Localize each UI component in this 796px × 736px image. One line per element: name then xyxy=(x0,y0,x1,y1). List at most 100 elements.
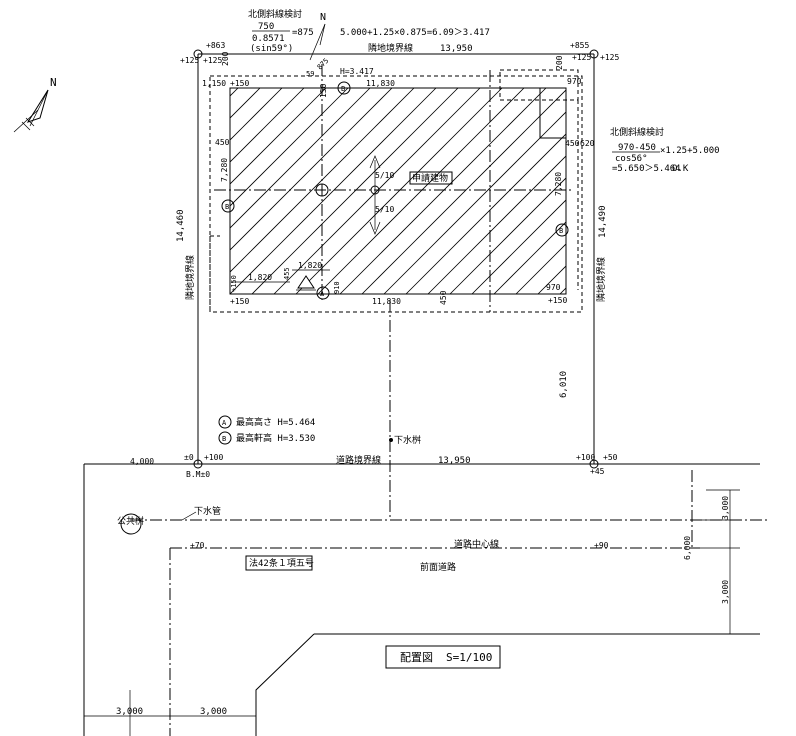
neighbor-boundary-left: 隣地境界線 xyxy=(184,255,196,300)
hatch-line xyxy=(537,88,566,294)
dim-left-14460: 14,460 xyxy=(176,209,186,242)
north-check-right-result: =5.650＞5.464 xyxy=(612,164,681,174)
north-arrow-label: N xyxy=(50,76,57,89)
law-box xyxy=(245,555,313,571)
level-br2: +50 xyxy=(603,453,618,462)
eaves-outline-right xyxy=(499,69,579,101)
hatch-line xyxy=(230,88,415,294)
level-c3: +150 xyxy=(548,296,567,305)
level-r2: +90 xyxy=(594,541,609,550)
dim-3000d: 3,000 xyxy=(200,707,227,717)
north-arrow-icon: N xyxy=(13,76,57,133)
slope-upper: 5/10 xyxy=(375,171,394,180)
road-boundary-label: 道路境界線 xyxy=(336,454,381,466)
level-tr2: +125 xyxy=(572,53,591,62)
north-check-top-denominator: 0.8571 xyxy=(252,34,285,44)
hatch-line xyxy=(361,88,566,294)
svg-text:B: B xyxy=(559,227,563,235)
dim-450b: 450 xyxy=(565,139,580,148)
north-check-right-heading: 北側斜線検討 xyxy=(610,126,664,138)
dim-970a: 970 xyxy=(567,77,582,86)
dim-left-1150: 1,150 xyxy=(202,79,226,88)
marker-b-top xyxy=(337,81,351,95)
hatch-line xyxy=(405,88,566,294)
dim-59: 59 xyxy=(306,70,314,78)
dim-bottom-inner: 11,830 xyxy=(372,297,401,306)
marker-b-left xyxy=(221,199,235,213)
north-check-right-ok: O.K xyxy=(672,164,689,174)
north-check-right-denominator: cos56° xyxy=(615,154,648,164)
building-label: 申請建物 xyxy=(412,172,448,184)
hatch-line xyxy=(273,88,481,294)
dim-450a: 450 xyxy=(215,138,230,147)
svg-text:B: B xyxy=(225,203,229,211)
building-outline xyxy=(229,87,567,295)
level-c2: +150 xyxy=(230,297,249,306)
north-check-right-numerator: 970-450 xyxy=(618,143,656,153)
hatch-line xyxy=(493,88,566,294)
hatch-line xyxy=(230,88,437,294)
level-bl1: ±0 xyxy=(184,453,194,462)
front-road-label: 前面道路 xyxy=(420,561,456,573)
dim-910: 910 xyxy=(333,281,341,294)
north-check-top-result: =875 xyxy=(292,28,314,38)
svg-text:B: B xyxy=(341,85,345,93)
benchmark-label: B.M±0 xyxy=(186,470,210,479)
hatch-line xyxy=(230,88,261,294)
dim-3000c: 3,000 xyxy=(116,707,143,717)
title-box xyxy=(385,645,501,669)
legend: A 最高高さ H=5.464 B 最高軒高 H=3.530 xyxy=(218,415,315,445)
hatch-line xyxy=(383,88,566,294)
dim-455: 455 xyxy=(283,267,291,280)
svg-text:B: B xyxy=(222,435,226,443)
slope-lower: 5/10 xyxy=(375,205,394,214)
hatch-line xyxy=(427,88,566,294)
dim-right-14490: 14,490 xyxy=(598,205,608,238)
svg-text:A: A xyxy=(222,419,227,427)
title-scale: S=1/100 xyxy=(446,651,492,664)
neighbor-boundary-right: 隣地境界線 xyxy=(595,257,607,302)
dim-4000: 4,000 xyxy=(130,457,154,466)
building-height-mark: H=3.417 xyxy=(340,67,374,76)
level-tr3: +125 xyxy=(600,53,619,62)
north-check-right-factor: ×1.25+5.000 xyxy=(660,146,720,156)
hatch-line xyxy=(230,88,393,294)
road-center-label: 道路中心線 xyxy=(454,538,499,550)
public-basin-icon xyxy=(120,513,142,535)
hatch-line xyxy=(559,88,566,294)
level-r1: +70 xyxy=(190,541,205,550)
entrance-triangle-icon xyxy=(297,275,315,289)
dim-6000: 6,000 xyxy=(683,536,692,560)
dim-200a: 200 xyxy=(221,51,230,66)
hatch-line xyxy=(339,88,547,294)
dim-970b: 970 xyxy=(546,283,561,292)
marker-b-right xyxy=(555,223,569,237)
sewer-pipe-label: 下水管 xyxy=(194,505,221,517)
hatch-line xyxy=(230,88,283,294)
building-hatch xyxy=(230,88,566,294)
hatch-line xyxy=(230,88,239,294)
dim-875: 875 xyxy=(316,57,331,72)
title-label: 配置図 xyxy=(400,651,433,664)
hatch-line xyxy=(230,88,327,294)
level-br3: +45 xyxy=(590,467,605,476)
dim-3000b: 3,000 xyxy=(721,580,730,604)
level-c4: +150 xyxy=(230,275,238,292)
eaves-outline xyxy=(209,75,583,313)
legend-a-text: 最高高さ H=5.464 xyxy=(236,416,315,428)
hatch-line xyxy=(471,88,566,294)
dim-7280a: 7,280 xyxy=(220,158,229,182)
north-check-top: 北側斜線検討 750 0.8571 (sin59°) =875 5.000+1.… xyxy=(248,8,490,54)
level-tl2: +125 xyxy=(180,56,199,65)
dim-200b: 200 xyxy=(555,55,564,70)
level-bl2: +100 xyxy=(204,453,223,462)
hatch-line xyxy=(449,88,566,294)
level-c1: +150 xyxy=(230,79,249,88)
sewer-inlet-label: 下水桝 xyxy=(394,434,421,446)
level-tl1: +863 xyxy=(206,41,225,50)
north-check-top-angle: (sin59°) xyxy=(250,44,293,54)
public-basin-label: 公共桝 xyxy=(117,515,144,527)
neighbor-boundary-top: 隣地境界線 xyxy=(368,42,413,54)
marker-a-bottom xyxy=(316,286,330,300)
